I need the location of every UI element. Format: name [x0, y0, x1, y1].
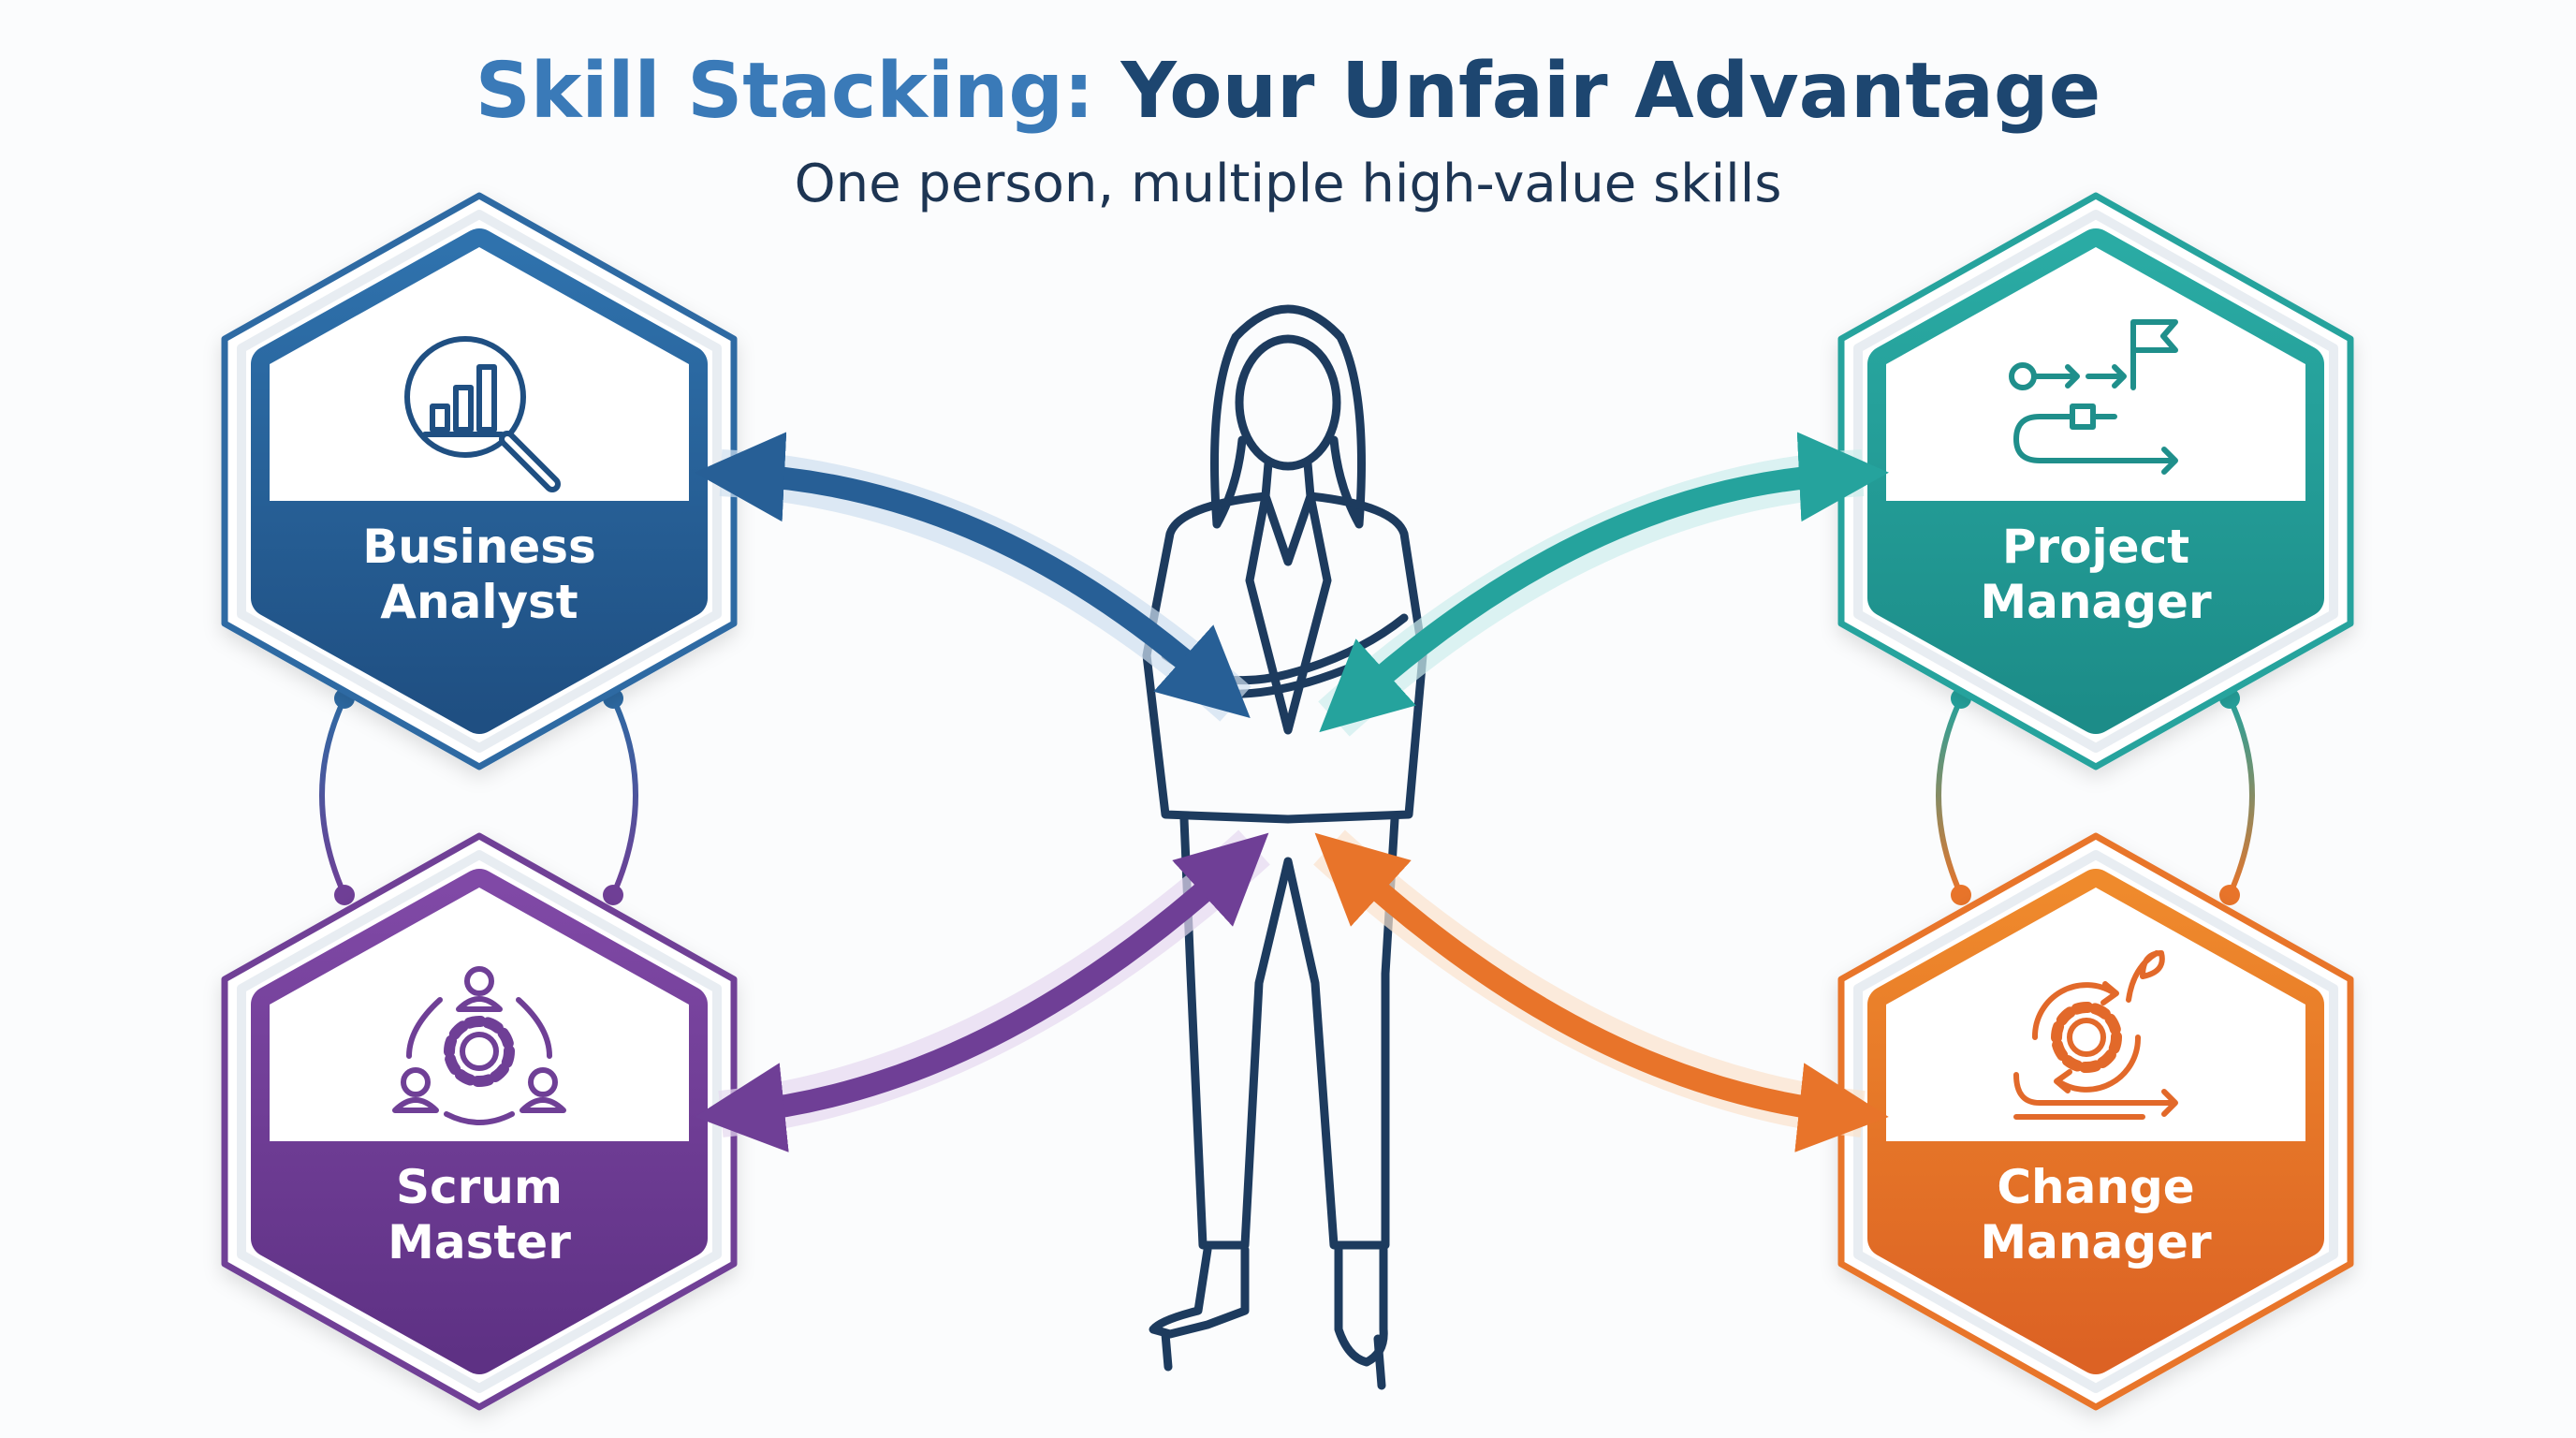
skill-hex-business-analyst: Business Analyst [221, 192, 738, 770]
skill-label-line2: Manager [1980, 575, 2212, 629]
workflow-flag-icon [2009, 319, 2178, 475]
arrow-project-manager [1318, 432, 1889, 737]
magnifier-chart-icon [404, 336, 561, 492]
connector-left [319, 688, 638, 905]
skill-label-line2: Analyst [380, 575, 578, 629]
professional-woman-figure [1142, 304, 1427, 1390]
skill-label-line1: Project [2002, 520, 2189, 574]
title-main: Your Unfair Advantage [1094, 47, 2100, 136]
arrow-scrum-master [695, 829, 1270, 1152]
skill-label-line1: Scrum [396, 1160, 563, 1214]
skill-label-line1: Business [362, 520, 596, 574]
team-gear-icon [392, 966, 566, 1125]
title-accent: Skill Stacking: [476, 47, 1094, 136]
skill-label-line2: Master [388, 1215, 571, 1269]
arrow-change-manager [1313, 829, 1889, 1152]
page-title: Skill Stacking: Your Unfair Advantage [476, 47, 2101, 136]
page-subtitle: One person, multiple high-value skills [795, 154, 1782, 214]
arrow-business-analyst [695, 432, 1251, 722]
skill-hex-project-manager: Project Manager [1837, 192, 2354, 770]
skill-hex-change-manager: Change Manager [1837, 832, 2354, 1411]
skill-label-line1: Change [1997, 1160, 2194, 1214]
gear-cycle-leaf-icon [2013, 950, 2178, 1120]
skill-label-line2: Manager [1980, 1215, 2212, 1269]
skill-hex-scrum-master: Scrum Master [221, 832, 738, 1411]
